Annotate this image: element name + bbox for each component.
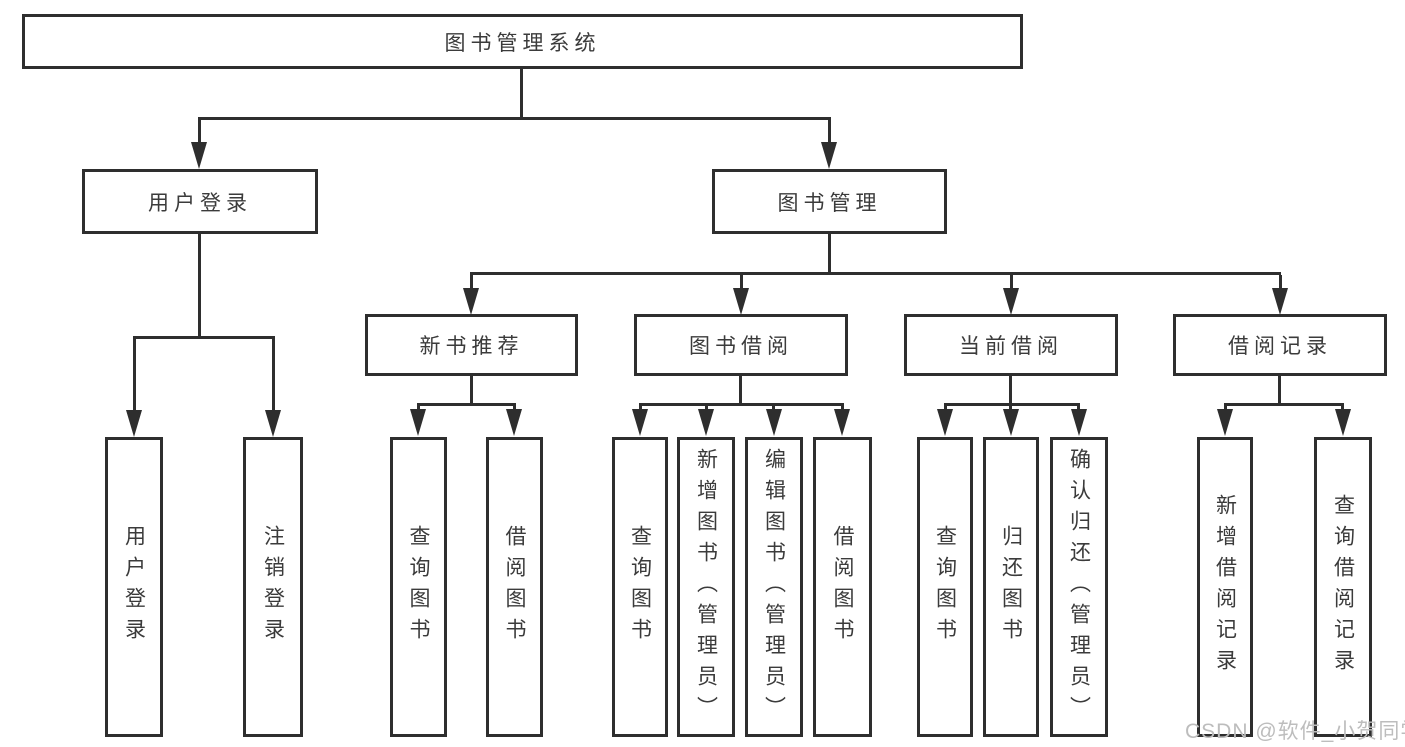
- connector-arrowhead: [265, 410, 281, 437]
- connector-line: [417, 403, 516, 406]
- node-library-management-system: 图书管理系统: [22, 14, 1023, 69]
- leaf-edit-book-admin: 编辑图书（管理员）: [745, 437, 803, 737]
- connector-arrowhead: [126, 410, 142, 437]
- connector-arrowhead: [834, 409, 850, 436]
- connector-arrowhead: [698, 409, 714, 436]
- connector-arrowhead: [506, 409, 522, 436]
- leaf-query-books-3: 查询图书: [917, 437, 973, 737]
- connector-line: [1009, 376, 1012, 406]
- node-current-borrowing: 当前借阅: [904, 314, 1118, 376]
- connector-arrowhead: [463, 288, 479, 315]
- connector-line: [828, 234, 831, 275]
- watermark: CSDN @软件_小贺同学: [1185, 720, 1405, 743]
- connector-arrowhead: [766, 409, 782, 436]
- connector-arrowhead: [937, 409, 953, 436]
- leaf-query-books-1: 查询图书: [390, 437, 447, 737]
- connector-arrowhead: [1272, 288, 1288, 315]
- connector-arrowhead: [821, 142, 837, 169]
- connector-line: [944, 403, 1080, 406]
- connector-line: [828, 120, 831, 145]
- node-user-login: 用户登录: [82, 169, 318, 234]
- connector-line: [1224, 403, 1344, 406]
- node-book-management: 图书管理: [712, 169, 947, 234]
- connector-arrowhead: [632, 409, 648, 436]
- connector-arrowhead: [1335, 409, 1351, 436]
- connector-line: [133, 336, 136, 412]
- connector-line: [198, 117, 831, 120]
- connector-line: [1278, 376, 1281, 406]
- connector-line: [198, 234, 201, 339]
- connector-line: [1010, 275, 1013, 290]
- leaf-borrow-books-1: 借阅图书: [486, 437, 543, 737]
- leaf-logout: 注销登录: [243, 437, 303, 737]
- node-borrowing-records: 借阅记录: [1173, 314, 1387, 376]
- node-book-borrowing: 图书借阅: [634, 314, 848, 376]
- connector-arrowhead: [1071, 409, 1087, 436]
- connector-line: [1279, 275, 1282, 290]
- connector-line: [470, 376, 473, 406]
- connector-line: [639, 403, 844, 406]
- leaf-add-borrow-record: 新增借阅记录: [1197, 437, 1253, 737]
- connector-arrowhead: [191, 142, 207, 169]
- connector-line: [740, 275, 743, 290]
- leaf-add-book-admin: 新增图书（管理员）: [677, 437, 735, 737]
- connector-line: [470, 272, 1281, 275]
- connector-arrowhead: [1217, 409, 1233, 436]
- connector-line: [272, 336, 275, 412]
- connector-line: [520, 69, 523, 120]
- leaf-user-login: 用户登录: [105, 437, 163, 737]
- leaf-query-borrow-record: 查询借阅记录: [1314, 437, 1372, 737]
- leaf-borrow-books-2: 借阅图书: [813, 437, 872, 737]
- connector-line: [739, 376, 742, 406]
- connector-line: [198, 120, 201, 145]
- leaf-return-books: 归还图书: [983, 437, 1039, 737]
- leaf-query-books-2: 查询图书: [612, 437, 668, 737]
- connector-arrowhead: [733, 288, 749, 315]
- connector-arrowhead: [1003, 409, 1019, 436]
- leaf-confirm-return-admin: 确认归还（管理员）: [1050, 437, 1108, 737]
- connector-arrowhead: [1003, 288, 1019, 315]
- connector-arrowhead: [410, 409, 426, 436]
- node-new-book-recommendation: 新书推荐: [365, 314, 578, 376]
- connector-line: [470, 275, 473, 290]
- connector-line: [133, 336, 275, 339]
